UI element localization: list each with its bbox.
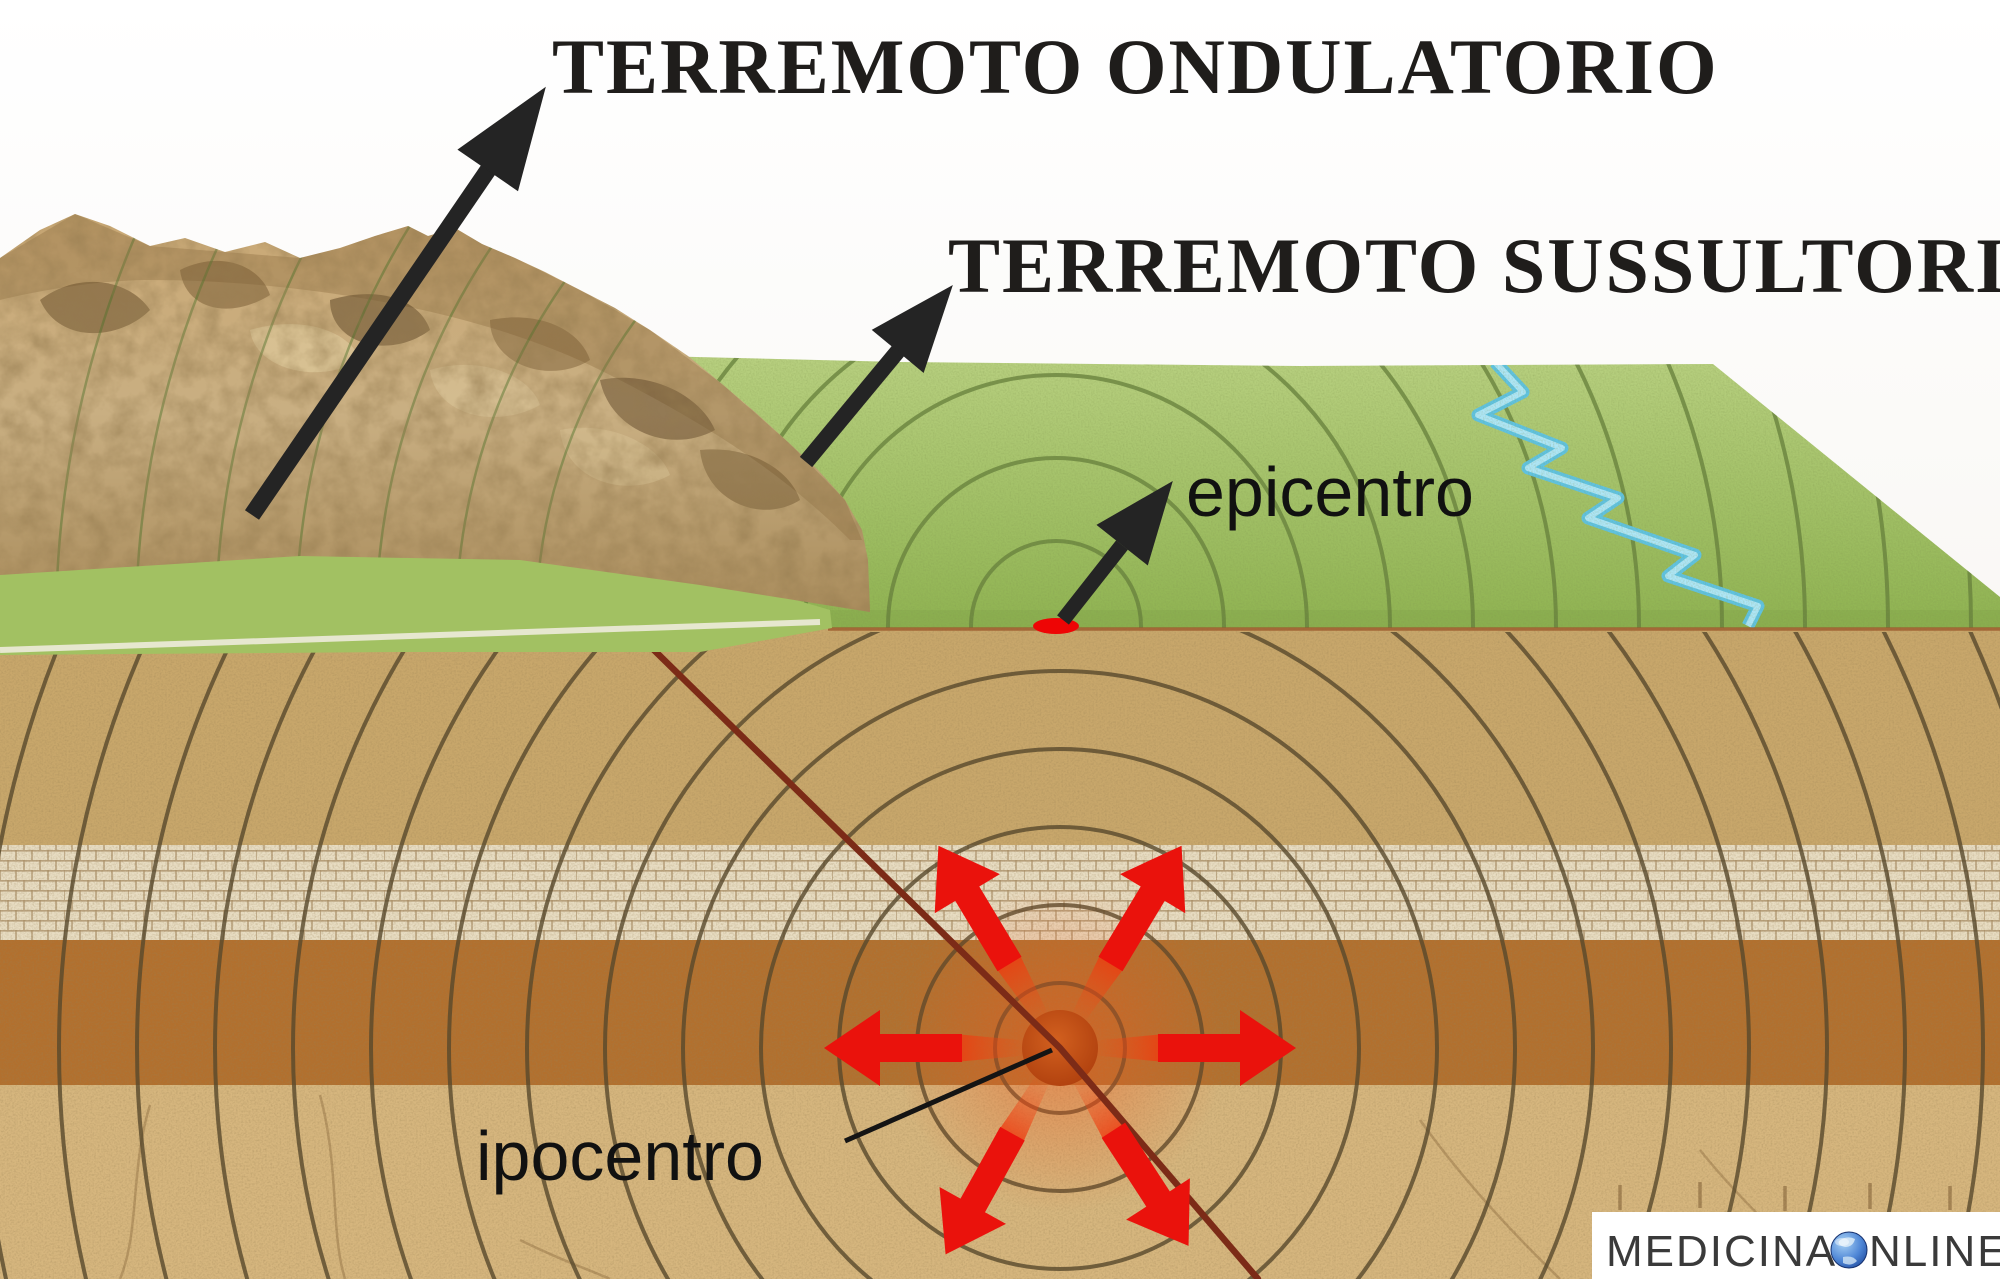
label-ipocentro: ipocentro [476,1117,764,1195]
watermark-background [1592,1212,2000,1279]
arrow-epicentro [1057,480,1173,625]
seismic-arrow-down-left [939,1126,1025,1255]
seismic-arrows [824,845,1296,1255]
foothill-strip [0,550,832,655]
annotation-arrows [244,86,1173,625]
seismic-arrow-up-left [934,845,1022,972]
label-terremoto-sussultorio: TERREMOTO SUSSULTORIO [948,222,2000,309]
watermark-text-left: MEDICINA [1606,1227,1837,1276]
fault-line [604,601,1262,1279]
seismic-arrow-right [1158,1010,1296,1086]
arrow-sussultorio [799,284,953,468]
watermark: MEDICINA NLINE [1592,1212,2000,1279]
watermark-text-right: NLINE [1869,1227,2000,1276]
arrow-ondulatorio [244,86,546,520]
seismic-arrow-up-right [1098,845,1186,972]
label-terremoto-ondulatorio: TERREMOTO ONDULATORIO [552,23,1719,110]
label-epicentro: epicentro [1186,453,1474,531]
seismic-arrow-down-right [1101,1122,1190,1246]
hypocenter-pointer-line [843,1047,1054,1144]
seismic-energy-trails [955,950,1165,1147]
seismic-arrow-left [824,1010,962,1086]
globe-icon [1830,1231,1868,1269]
